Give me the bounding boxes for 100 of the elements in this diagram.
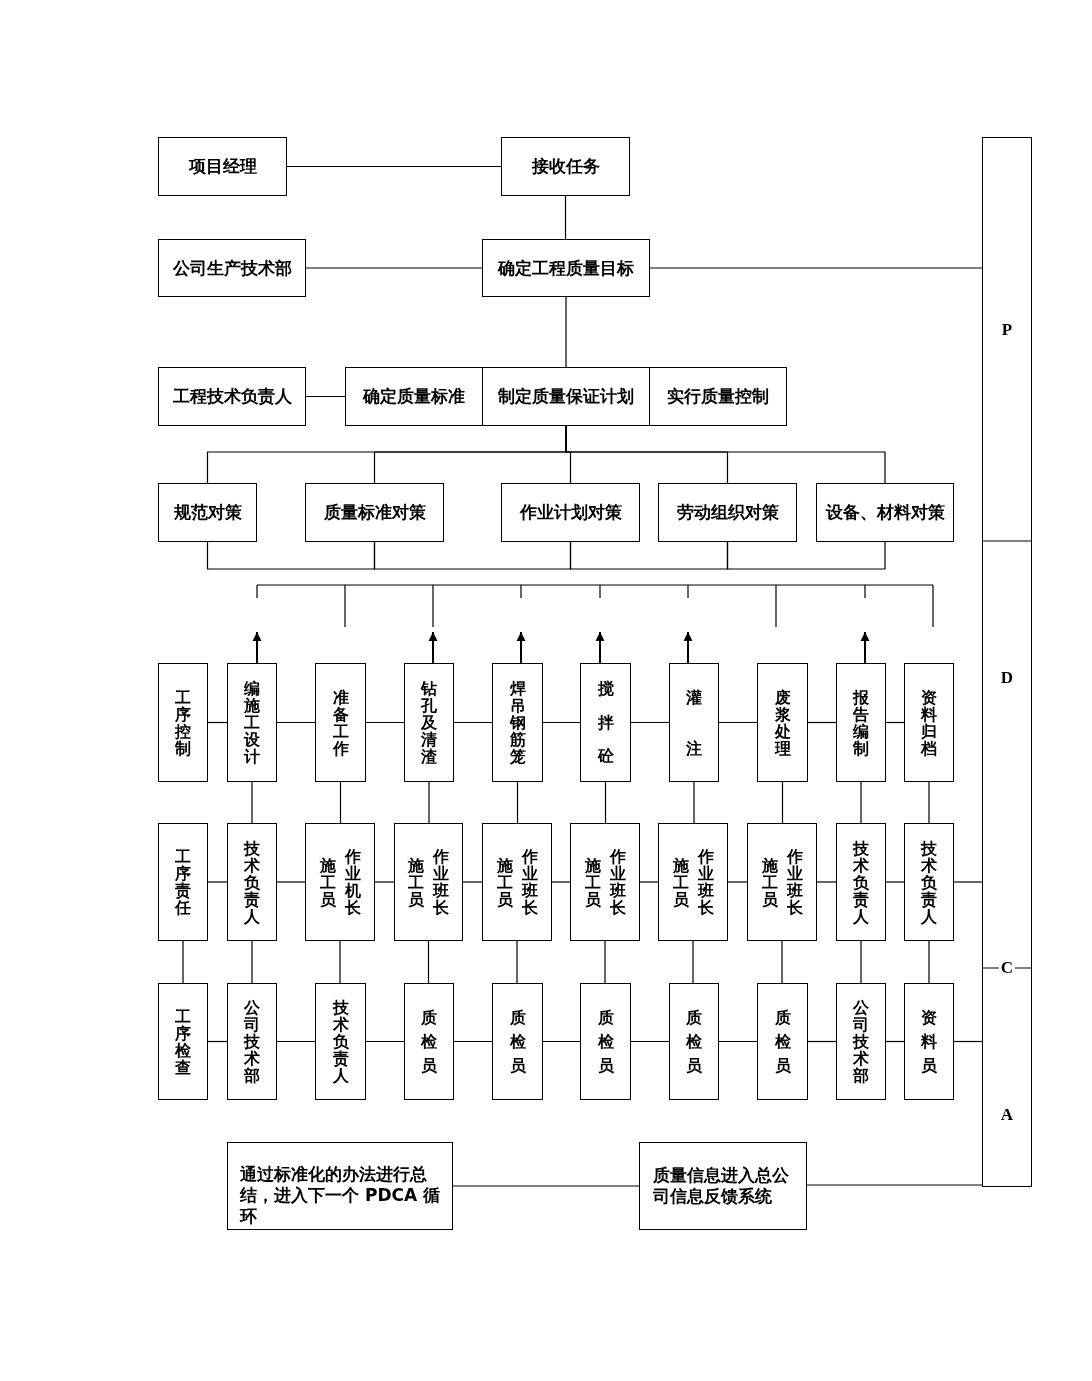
connector-line (452, 1185, 640, 1187)
process-box (305, 483, 444, 542)
step-label: 焊吊钢筋笼 (509, 680, 526, 765)
process-box (836, 823, 886, 941)
arrow (595, 631, 605, 664)
step-label: 准备工作 (332, 688, 349, 757)
step-label: 施工员 (672, 856, 689, 908)
process-box (158, 663, 208, 782)
connector-line (885, 881, 905, 883)
connector-line (604, 940, 606, 984)
process-box (836, 663, 886, 782)
phase-bar (982, 137, 1032, 1187)
process-box (158, 367, 306, 426)
process-box (669, 663, 719, 782)
process-box (904, 663, 954, 782)
step-label: 施工员 (407, 856, 425, 908)
connector-line (182, 940, 184, 984)
process-box (227, 663, 277, 782)
arrow (683, 631, 693, 664)
connector-line (692, 940, 694, 984)
process-box (669, 983, 719, 1100)
process-box (904, 823, 954, 941)
arrow (252, 631, 262, 664)
step-label: 设备、材料对策 (825, 502, 945, 523)
connector-line (516, 781, 519, 824)
connector-line (649, 267, 983, 269)
process-box (816, 483, 954, 542)
connector-line (860, 781, 862, 824)
connector-line (365, 721, 405, 724)
step-label: 施工员 (319, 856, 336, 908)
step-label: 确定工程质量目标 (498, 257, 634, 279)
step-label: 作业班长 (697, 848, 714, 916)
step-label: 工序责任 (174, 848, 192, 916)
step-label: 质检员 (509, 1006, 526, 1077)
connector-line (726, 541, 886, 570)
connector-line (569, 541, 729, 570)
process-box (315, 983, 366, 1100)
connector-line (305, 395, 346, 398)
connector-line (693, 781, 695, 824)
connector-line (305, 267, 483, 269)
connector-line (251, 940, 253, 984)
connector-line (781, 940, 783, 984)
step-label: 钻孔及清渣 (420, 680, 438, 765)
connector-line (453, 721, 493, 724)
step-label: 施工员 (761, 856, 778, 908)
connector-line (928, 940, 930, 984)
arrow (860, 631, 870, 664)
process-box (158, 983, 208, 1100)
connector-line (630, 1040, 670, 1043)
process-box (492, 663, 543, 782)
connector-line (565, 296, 567, 368)
process-box (404, 983, 454, 1100)
process-box (404, 663, 454, 782)
process-box (305, 823, 375, 941)
connector-line (565, 425, 886, 484)
step-label: 作业班长 (521, 848, 538, 916)
connector-line (953, 1040, 983, 1043)
connector-line (718, 1040, 758, 1043)
connector-line (207, 721, 228, 724)
process-box (482, 239, 650, 297)
connector-line (462, 881, 483, 883)
connector-line (727, 881, 748, 883)
connector-line (207, 881, 228, 883)
connector-line (207, 1040, 228, 1043)
process-box (757, 663, 808, 782)
step-label: 确定质量标准 (363, 386, 465, 407)
step-label: 质检员 (774, 1006, 791, 1077)
connector-line (206, 541, 376, 570)
process-box (315, 663, 366, 782)
connector-line (718, 721, 758, 724)
step-label: 规范对策 (173, 502, 242, 523)
connector-line (564, 195, 567, 240)
connector-line (276, 1040, 316, 1043)
process-box (658, 483, 797, 542)
connector-line (453, 1040, 493, 1043)
connector-line (885, 1040, 905, 1043)
process-box (501, 483, 640, 542)
step-label: 质检员 (420, 1006, 438, 1077)
step-label: 技术负责人 (243, 839, 261, 925)
process-box (158, 239, 306, 297)
step-label: 技术负责人 (920, 839, 938, 925)
step-label: 劳动组织对策 (676, 502, 779, 523)
step-label: 作业机长 (344, 848, 361, 916)
arrow (428, 631, 438, 664)
step-label: 资料员 (920, 1006, 938, 1077)
step-label: 作业计划对策 (519, 502, 622, 523)
connector-line (860, 940, 862, 984)
process-box (158, 483, 257, 542)
connector-line (373, 541, 572, 570)
step-label: 编施工设计 (243, 680, 261, 765)
step-label: 接收任务 (531, 156, 600, 177)
connector-line (542, 1040, 581, 1043)
connector-line (339, 781, 342, 824)
step-label: 质检员 (597, 1006, 614, 1077)
process-box (394, 823, 463, 941)
connector-line (542, 721, 581, 724)
connector-line (928, 781, 930, 824)
step-label: 工序检查 (174, 1007, 192, 1076)
step-label: 作业班长 (432, 848, 450, 916)
step-label: 质量标准对策 (323, 502, 426, 523)
